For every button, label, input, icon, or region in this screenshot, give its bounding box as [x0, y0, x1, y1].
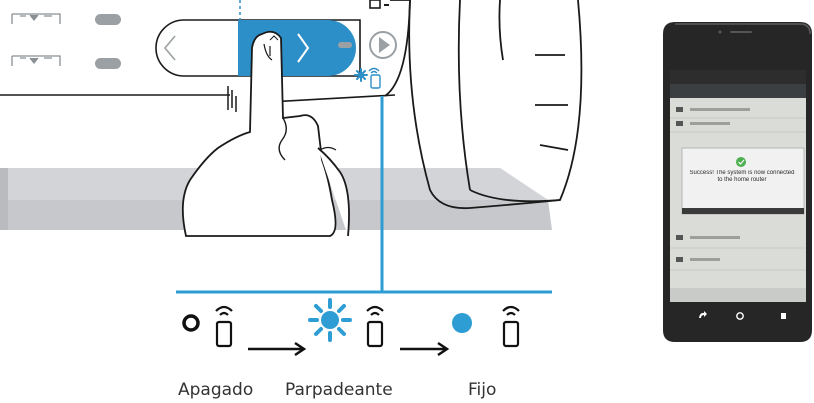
chevron-right-icon[interactable] — [290, 30, 314, 66]
arrow-right-icon — [248, 341, 307, 357]
solid-dot-icon — [452, 313, 472, 333]
state-label-blinking: Parpadeante — [285, 380, 393, 400]
state-label-solid: Fijo — [468, 380, 497, 400]
phone-wifi-icon — [215, 305, 233, 348]
arrow-right-icon — [400, 341, 450, 357]
success-dialog: Success! The system is now connected to … — [681, 147, 805, 215]
fill-level-icon — [11, 13, 61, 24]
fill-level-icon — [11, 55, 61, 66]
indicator-pill — [95, 58, 121, 69]
play-icon[interactable] — [369, 31, 397, 59]
sun-burst-icon — [308, 298, 352, 342]
state-label-off: Apagado — [178, 380, 254, 400]
drum-door — [408, 0, 583, 210]
dialog-message: Success! The system is now connected to … — [689, 170, 795, 183]
phone-wifi-icon — [366, 305, 384, 348]
appliance-panel — [0, 0, 583, 237]
smartphone: Success! The system is now connected to … — [663, 22, 812, 342]
wifi-blinking-icon — [354, 67, 381, 89]
indicator-pill — [338, 42, 352, 48]
hand — [181, 30, 350, 237]
phone-nav-bar — [699, 311, 786, 320]
check-icon — [736, 157, 746, 167]
ring-icon — [182, 314, 200, 332]
chevron-left-icon[interactable] — [158, 30, 182, 66]
indicator-pill — [95, 14, 121, 25]
phone-wifi-icon — [369, 0, 389, 9]
phone-wifi-icon — [502, 305, 520, 348]
